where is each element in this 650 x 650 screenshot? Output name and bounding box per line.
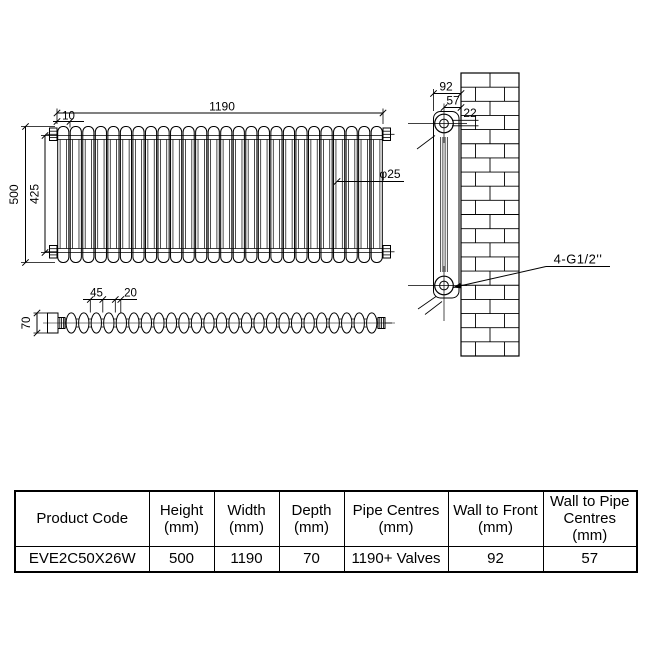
cell-wall-to-front: 92 [447,545,544,573]
header-height: Height (mm) [148,490,215,547]
top-depth-dim-label: 70 [21,317,33,330]
side-view [408,72,610,357]
front-width-dim-label: 1190 [209,100,235,114]
front-view [21,108,404,267]
cell-width: 1190 [213,545,280,573]
spec-table-header-row: Product Code Height (mm) Width (mm) Dept… [14,490,638,547]
connection-size-label: 4-G1/2'' [554,252,603,267]
cell-pipe-centres: 1190+ Valves [343,545,449,573]
cell-product-code: EVE2C50X26W [14,545,150,573]
wall-to-pipe-dim-label: 57 [446,94,460,108]
top-column-width-dim-label: 20 [124,288,137,300]
wall-to-front-dim-label: 92 [439,80,453,94]
pipe-diameter-dim-label: 22 [463,106,477,120]
header-wall-to-pipe-centres: Wall to Pipe Centres (mm) [542,490,638,547]
technical-drawing: 1190 10 500 425 φ25 45 20 70 92 57 22 4-… [7,72,610,357]
spec-table-data-row: EVE2C50X26W 500 1190 70 1190+ Valves 92 … [14,545,638,573]
top-pitch-dim-label: 45 [90,288,103,300]
cell-depth: 70 [278,545,345,573]
front-inner-height-dim-label: 425 [28,184,42,204]
header-width: Width (mm) [213,490,280,547]
cell-height: 500 [148,545,215,573]
front-offset-dim-label: 10 [62,111,75,123]
header-depth: Depth (mm) [278,490,345,547]
header-pipe-centres: Pipe Centres (mm) [343,490,449,547]
top-view [33,295,395,337]
header-product-code: Product Code [14,490,150,547]
cell-wall-to-pipe-centres: 57 [542,545,638,573]
spec-table: Product Code Height (mm) Width (mm) Dept… [14,490,638,573]
column-diameter-dim-label: φ25 [379,167,400,181]
header-wall-to-front: Wall to Front (mm) [447,490,544,547]
front-height-dim-label: 500 [7,184,21,204]
dimension-labels: 1190 10 500 425 φ25 45 20 70 92 57 22 4-… [7,80,602,330]
